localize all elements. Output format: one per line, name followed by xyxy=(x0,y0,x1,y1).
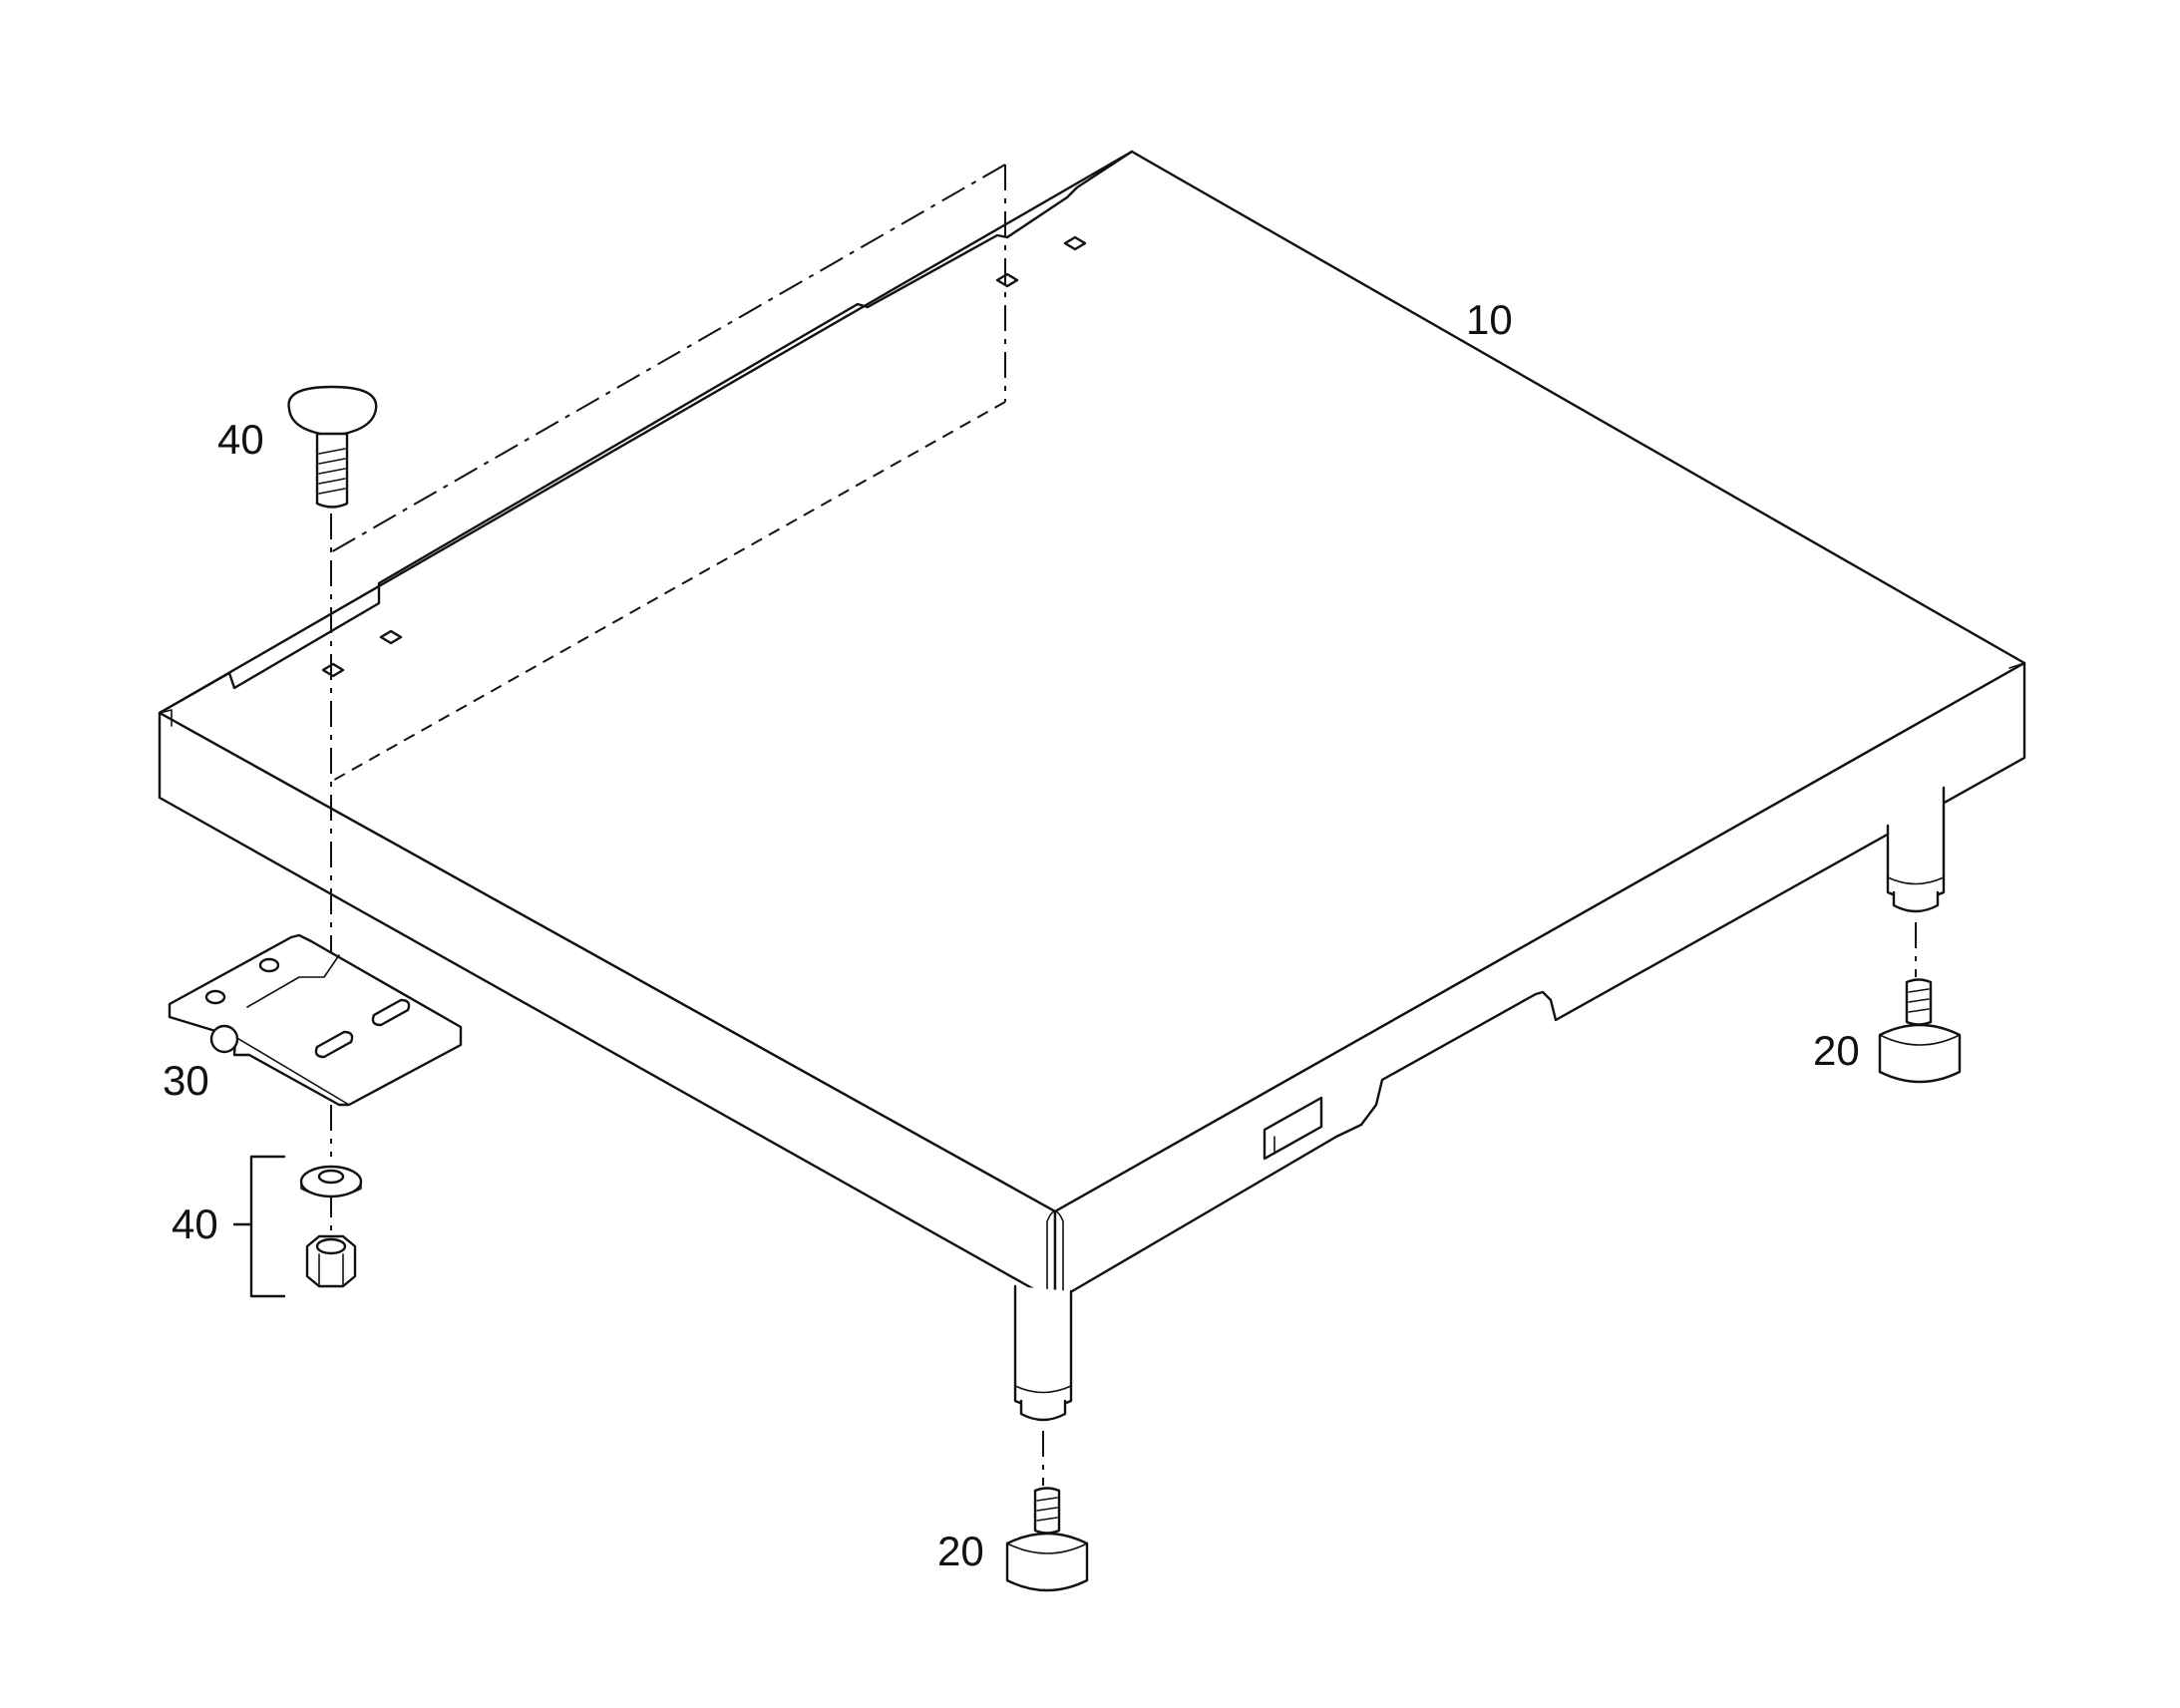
hinge-knuckle xyxy=(209,1024,239,1054)
label-foot-front: 20 xyxy=(937,1528,984,1574)
base-plate-left-corner xyxy=(159,709,173,727)
front-leg xyxy=(1013,1284,1073,1486)
right-foot-pad xyxy=(1878,1023,1962,1084)
base-plate-front-corner xyxy=(1046,1210,1064,1302)
top-hole-1 xyxy=(1063,235,1087,251)
base-plate-window xyxy=(1263,1096,1323,1161)
top-hole-4 xyxy=(321,662,345,678)
base-plate-right-face xyxy=(1053,661,2026,1303)
top-hole-2 xyxy=(995,272,1019,288)
label-washer-nut: 40 xyxy=(172,1200,218,1247)
front-foot-pad xyxy=(1005,1532,1089,1592)
right-leg-tip xyxy=(1892,890,1940,913)
carriage-bolt-head xyxy=(287,385,378,438)
washer-nut xyxy=(232,1155,363,1298)
label-hinge-bracket: 30 xyxy=(163,1057,209,1104)
right-foot xyxy=(1878,978,1962,1084)
hinge-bracket xyxy=(168,933,463,1107)
hinge-bracket-plate xyxy=(168,933,463,1107)
label-carriage-bolt: 40 xyxy=(217,416,264,463)
front-foot xyxy=(1005,1487,1089,1592)
group-bracket xyxy=(249,1155,286,1298)
hinge-slot-2 xyxy=(371,998,411,1027)
hidden-outline xyxy=(328,164,1006,784)
top-hole-3 xyxy=(379,629,403,645)
base-plate-back-rim xyxy=(158,150,1134,715)
nut xyxy=(305,1234,357,1288)
hinge-hole-1 xyxy=(204,989,226,1005)
right-leg xyxy=(1886,786,1946,977)
front-leg-tip xyxy=(1019,1399,1067,1422)
hinge-slot-1 xyxy=(314,1030,354,1059)
label-base-plate: 10 xyxy=(1466,296,1513,343)
base-plate xyxy=(158,150,2026,1303)
base-plate-right-corner xyxy=(2008,662,2025,679)
hinge-hole-2 xyxy=(258,957,280,973)
carriage-bolt xyxy=(287,385,378,509)
label-foot-right: 20 xyxy=(1813,1027,1860,1074)
